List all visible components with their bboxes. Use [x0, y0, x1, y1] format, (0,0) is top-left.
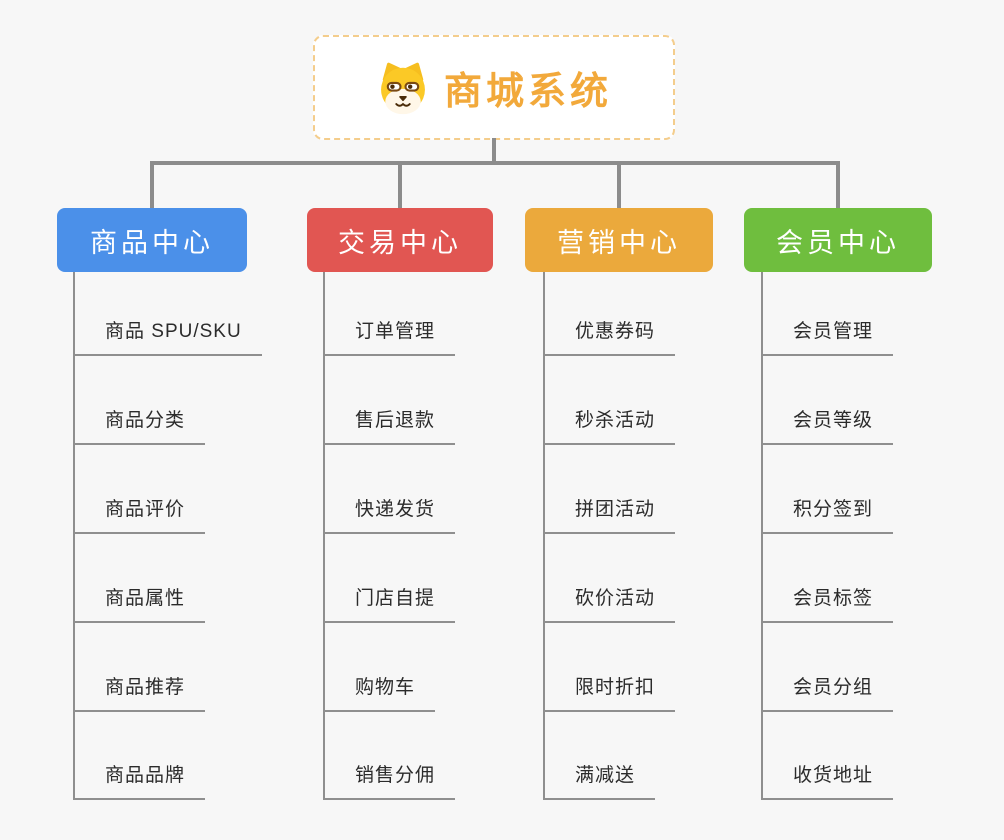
subtopic-item[interactable]: 限时折扣: [543, 674, 676, 712]
subtopic-item[interactable]: 会员分组: [761, 674, 894, 712]
root-node[interactable]: 商城系统: [313, 35, 675, 140]
branch-header-marketing-center[interactable]: 营销中心: [525, 208, 713, 272]
branch-column-product-center: 商品 SPU/SKU 商品分类 商品评价 商品属性 商品推荐 商品品牌: [73, 272, 323, 800]
subtopic-item[interactable]: 售后退款: [323, 407, 456, 445]
connector-root-vertical: [492, 138, 496, 165]
subtopic-item[interactable]: 满减送: [543, 762, 656, 800]
connector-drop-trade: [398, 161, 402, 208]
branch-header-member-center[interactable]: 会员中心: [744, 208, 932, 272]
branch-header-product-center[interactable]: 商品中心: [57, 208, 247, 272]
subtopic-item[interactable]: 商品分类: [73, 407, 206, 445]
connector-drop-member: [836, 161, 840, 208]
subtopic-item[interactable]: 拼团活动: [543, 496, 676, 534]
subtopic-item[interactable]: 门店自提: [323, 585, 456, 623]
dog-face-icon: [381, 62, 425, 114]
subtopic-item[interactable]: 会员标签: [761, 585, 894, 623]
subtopic-item[interactable]: 销售分佣: [323, 762, 456, 800]
subtopic-item[interactable]: 商品品牌: [73, 762, 206, 800]
subtopic-item[interactable]: 会员等级: [761, 407, 894, 445]
subtopic-item[interactable]: 商品推荐: [73, 674, 206, 712]
root-title: 商城系统: [443, 71, 612, 113]
branch-header-trade-center[interactable]: 交易中心: [307, 208, 493, 272]
subtopic-item[interactable]: 商品属性: [73, 585, 206, 623]
connector-horizontal-bus: [150, 161, 840, 165]
subtopic-item[interactable]: 商品 SPU/SKU: [73, 318, 262, 356]
subtopic-item[interactable]: 购物车: [323, 674, 436, 712]
subtopic-item[interactable]: 快递发货: [323, 496, 456, 534]
subtopic-item[interactable]: 秒杀活动: [543, 407, 676, 445]
branch-column-marketing-center: 优惠券码 秒杀活动 拼团活动 砍价活动 限时折扣 满减送: [543, 272, 793, 800]
connector-drop-marketing: [617, 161, 621, 208]
branch-column-trade-center: 订单管理 售后退款 快递发货 门店自提 购物车 销售分佣: [323, 272, 573, 800]
subtopic-item[interactable]: 收货地址: [761, 762, 894, 800]
subtopic-item[interactable]: 优惠券码: [543, 318, 676, 356]
subtopic-item[interactable]: 积分签到: [761, 496, 894, 534]
branch-column-member-center: 会员管理 会员等级 积分签到 会员标签 会员分组 收货地址: [761, 272, 1004, 800]
connector-drop-product: [150, 161, 154, 208]
subtopic-item[interactable]: 砍价活动: [543, 585, 676, 623]
subtopic-item[interactable]: 订单管理: [323, 318, 456, 356]
subtopic-item[interactable]: 会员管理: [761, 318, 894, 356]
subtopic-item[interactable]: 商品评价: [73, 496, 206, 534]
